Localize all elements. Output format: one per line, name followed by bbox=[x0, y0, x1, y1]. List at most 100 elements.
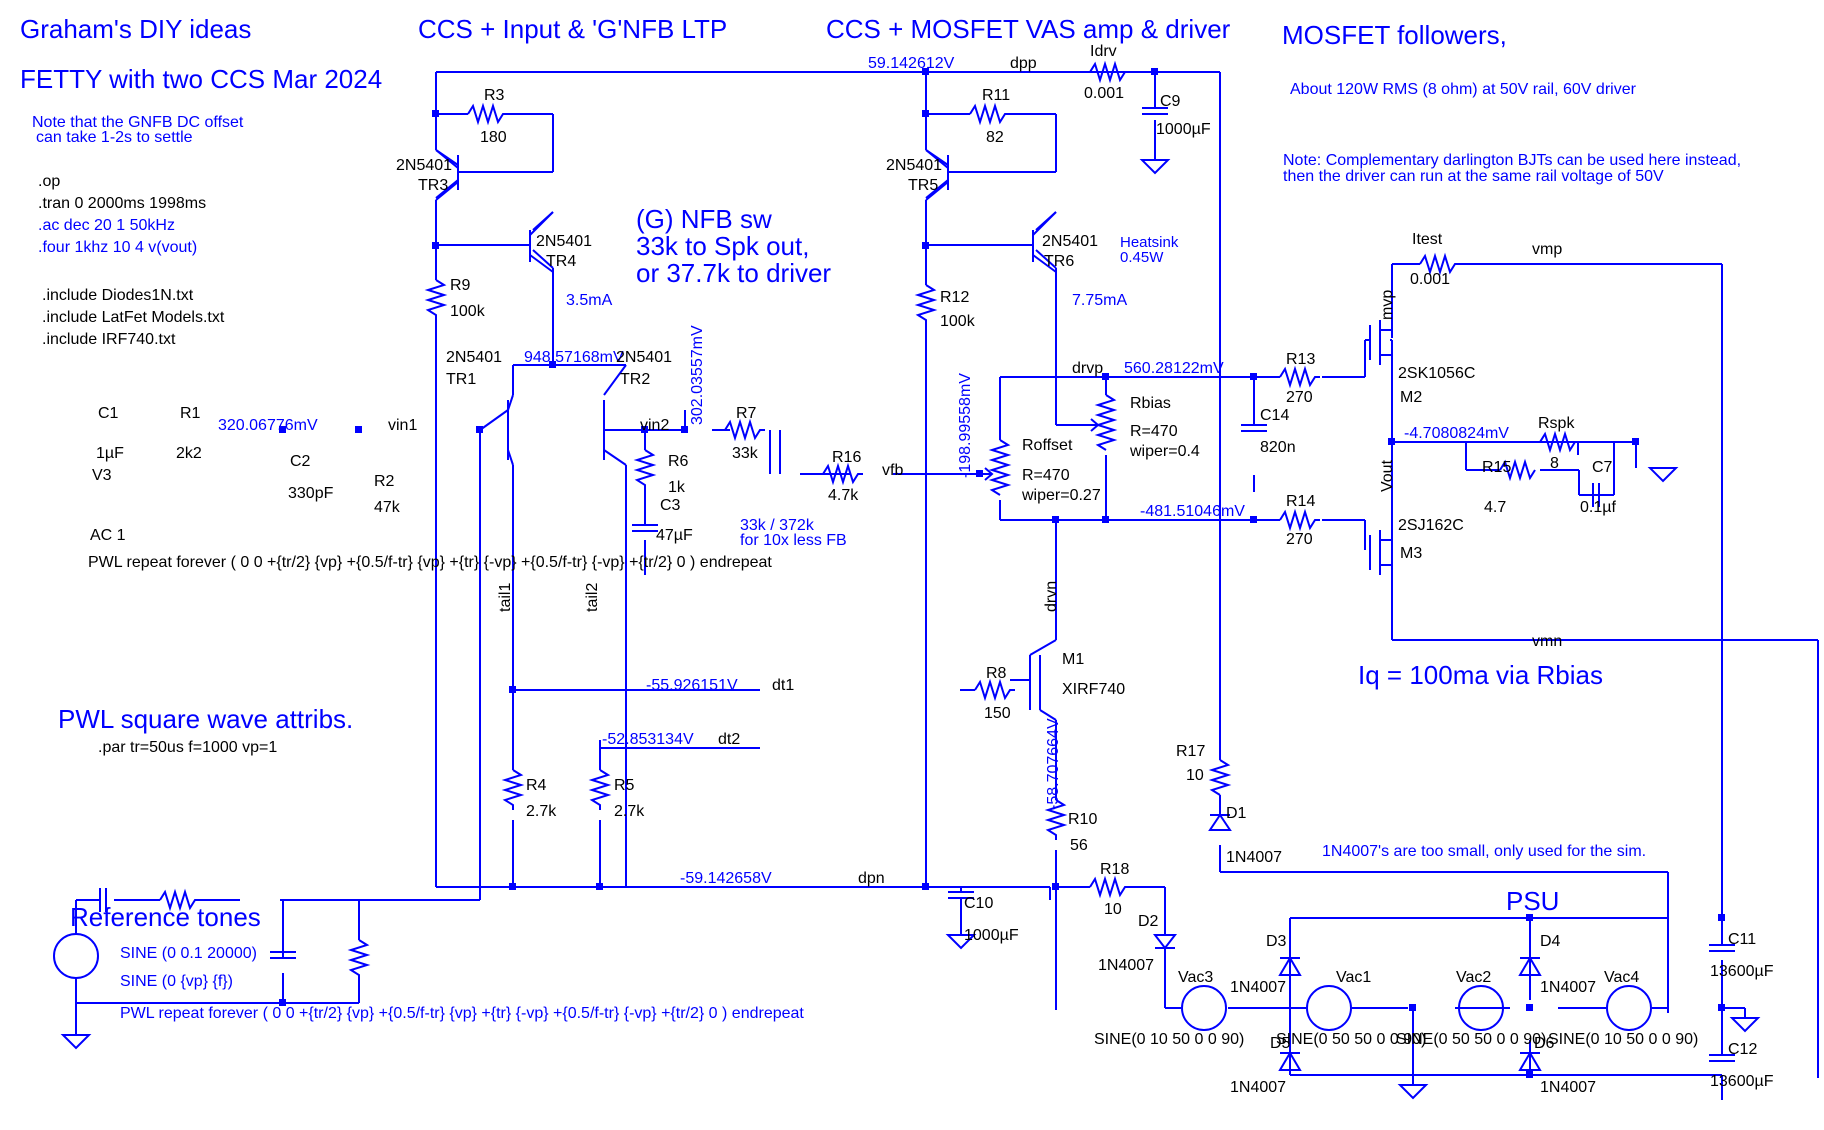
net-tail2: tail2 bbox=[584, 583, 601, 612]
note-sim: 1N4007's are too small, only used for th… bbox=[1322, 843, 1646, 860]
label-vac4: Vac4 bbox=[1604, 969, 1639, 986]
resistor-r9 bbox=[424, 279, 448, 320]
label-r15: R15 bbox=[1482, 459, 1511, 476]
voltage-vin1: 320.06776mV bbox=[218, 417, 318, 434]
label-v3: V3 bbox=[92, 467, 112, 484]
label-c3: C3 bbox=[660, 497, 681, 514]
resistor-r7 bbox=[724, 418, 765, 442]
spice-directives: .op .tran 0 2000ms 1998ms .ac dec 20 1 5… bbox=[38, 173, 804, 1022]
resistor-r4 bbox=[501, 769, 525, 810]
voltage-vin2: 302.03557mV bbox=[689, 325, 706, 425]
voltage-dpn: -59.142658V bbox=[680, 870, 772, 887]
label-d1: D1 bbox=[1226, 805, 1247, 822]
potentiometer-roffset bbox=[988, 439, 1012, 496]
note-fb-2: for 10x less FB bbox=[740, 532, 847, 549]
label-r15-value: 4.7 bbox=[1484, 499, 1506, 516]
label-m1-value: XIRF740 bbox=[1062, 681, 1125, 698]
note-nfb-3: or 37.7k to driver bbox=[636, 258, 831, 288]
label-idrv-value: 0.001 bbox=[1084, 85, 1124, 102]
capacitor-c7 bbox=[1592, 483, 1600, 507]
label-tr6: TR6 bbox=[1044, 253, 1074, 270]
transistor-tr5 bbox=[947, 155, 965, 190]
label-r7: R7 bbox=[736, 405, 757, 422]
label-r18-value: 10 bbox=[1104, 901, 1122, 918]
directive-ac: .ac dec 20 1 50kHz bbox=[38, 217, 175, 234]
label-r10: R10 bbox=[1068, 811, 1097, 828]
net-vin2: vin2 bbox=[640, 417, 669, 434]
note-heatsink-1: Heatsink bbox=[1120, 234, 1179, 251]
label-r16: R16 bbox=[832, 449, 861, 466]
label-m3-value: 2SJ162C bbox=[1398, 517, 1464, 534]
label-r3-value: 180 bbox=[480, 129, 507, 146]
label-c12-value: 13600µF bbox=[1710, 1073, 1774, 1090]
resistor-r18 bbox=[1089, 875, 1130, 899]
label-d4-value: 1N4007 bbox=[1540, 979, 1596, 996]
label-r5-value: 2.7k bbox=[614, 803, 645, 820]
label-r4-value: 2.7k bbox=[526, 803, 557, 820]
directive-tran: .tran 0 2000ms 1998ms bbox=[38, 195, 206, 212]
title-site: Graham's DIY ideas bbox=[20, 14, 251, 44]
label-tr1: TR1 bbox=[446, 371, 476, 388]
label-tr6-model: 2N5401 bbox=[1042, 233, 1098, 250]
label-c11-value: 13600µF bbox=[1710, 963, 1774, 980]
capacitor-c2 bbox=[270, 951, 296, 959]
label-tr1-model: 2N5401 bbox=[446, 349, 502, 366]
directive-par: .par tr=50us f=1000 vp=1 bbox=[98, 739, 277, 756]
label-c1: C1 bbox=[98, 405, 119, 422]
label-vac1: Vac1 bbox=[1336, 969, 1371, 986]
voltage-dt2: -52.853134V bbox=[602, 731, 694, 748]
current-tr6: 7.75mA bbox=[1072, 292, 1127, 309]
label-v3-value: AC 1 bbox=[90, 527, 126, 544]
label-vac3: Vac3 bbox=[1178, 969, 1213, 986]
resistor-r16 bbox=[822, 462, 863, 486]
label-rbias-value: R=470 bbox=[1130, 423, 1178, 440]
label-c1-value: 1µF bbox=[96, 445, 124, 462]
voltage-m1s: -58.707664V bbox=[1045, 718, 1062, 810]
net-dpp: dpp bbox=[1010, 55, 1037, 72]
net-vmn: vmn bbox=[1532, 633, 1562, 650]
note-fb-1: 33k / 372k bbox=[740, 517, 815, 534]
note-nfb-2: 33k to Spk out, bbox=[636, 231, 809, 261]
resistor-rspk bbox=[1539, 430, 1580, 454]
diode-d2 bbox=[1152, 934, 1178, 950]
voltage-vfb: -198.99558mV bbox=[957, 373, 974, 478]
label-r11-value: 82 bbox=[986, 129, 1004, 146]
label-d5: D5 bbox=[1270, 1035, 1291, 1052]
label-r17: R17 bbox=[1176, 743, 1205, 760]
label-c7-value: 0.1µf bbox=[1580, 499, 1616, 516]
label-itest-value: 0.001 bbox=[1410, 271, 1450, 288]
title-design: FETTY with two CCS Mar 2024 bbox=[20, 64, 382, 94]
diode-d3 bbox=[1278, 956, 1302, 976]
label-m3: M3 bbox=[1400, 545, 1422, 562]
note-nfb-1: (G) NFB sw bbox=[636, 204, 772, 234]
label-tr2: TR2 bbox=[620, 371, 650, 388]
label-rbias-wiper: wiper=0.4 bbox=[1129, 443, 1200, 460]
ground-symbol bbox=[1139, 159, 1171, 175]
resistor-r5 bbox=[588, 769, 612, 810]
label-c9-value: 1000µF bbox=[1156, 121, 1211, 138]
label-vac4-value: SINE(0 10 50 0 0 90) bbox=[1548, 1031, 1698, 1048]
label-tr2-model: 2N5401 bbox=[616, 349, 672, 366]
label-m2-value: 2SK1056C bbox=[1398, 365, 1475, 382]
resistor-r12 bbox=[914, 284, 938, 325]
voltage-vout: -4.7080824mV bbox=[1404, 425, 1509, 442]
mosfet-m2 bbox=[1369, 320, 1392, 365]
label-m1: M1 bbox=[1062, 651, 1084, 668]
capacitor-c1 bbox=[99, 888, 107, 912]
label-r4: R4 bbox=[526, 777, 547, 794]
directive-include-3: .include IRF740.txt bbox=[42, 331, 176, 348]
iq-note: Iq = 100ma via Rbias bbox=[1358, 660, 1603, 690]
label-c2-value: 330pF bbox=[288, 485, 334, 502]
net-tail1: tail1 bbox=[497, 583, 514, 612]
mosfet-m1 bbox=[1029, 655, 1041, 710]
label-d2-value: 1N4007 bbox=[1098, 957, 1154, 974]
label-r10-value: 56 bbox=[1070, 837, 1088, 854]
label-r12-value: 100k bbox=[940, 313, 976, 330]
heading-ltp: CCS + Input & 'G'NFB LTP bbox=[418, 14, 727, 44]
label-tr3-model: 2N5401 bbox=[396, 157, 452, 174]
net-mvp: mvp bbox=[1379, 290, 1396, 320]
diode-d4 bbox=[1518, 956, 1542, 976]
net-vfb: vfb bbox=[882, 462, 903, 479]
ground-symbol bbox=[1397, 1084, 1429, 1100]
current-labels: 3.5mA 7.75mA bbox=[566, 292, 1127, 309]
